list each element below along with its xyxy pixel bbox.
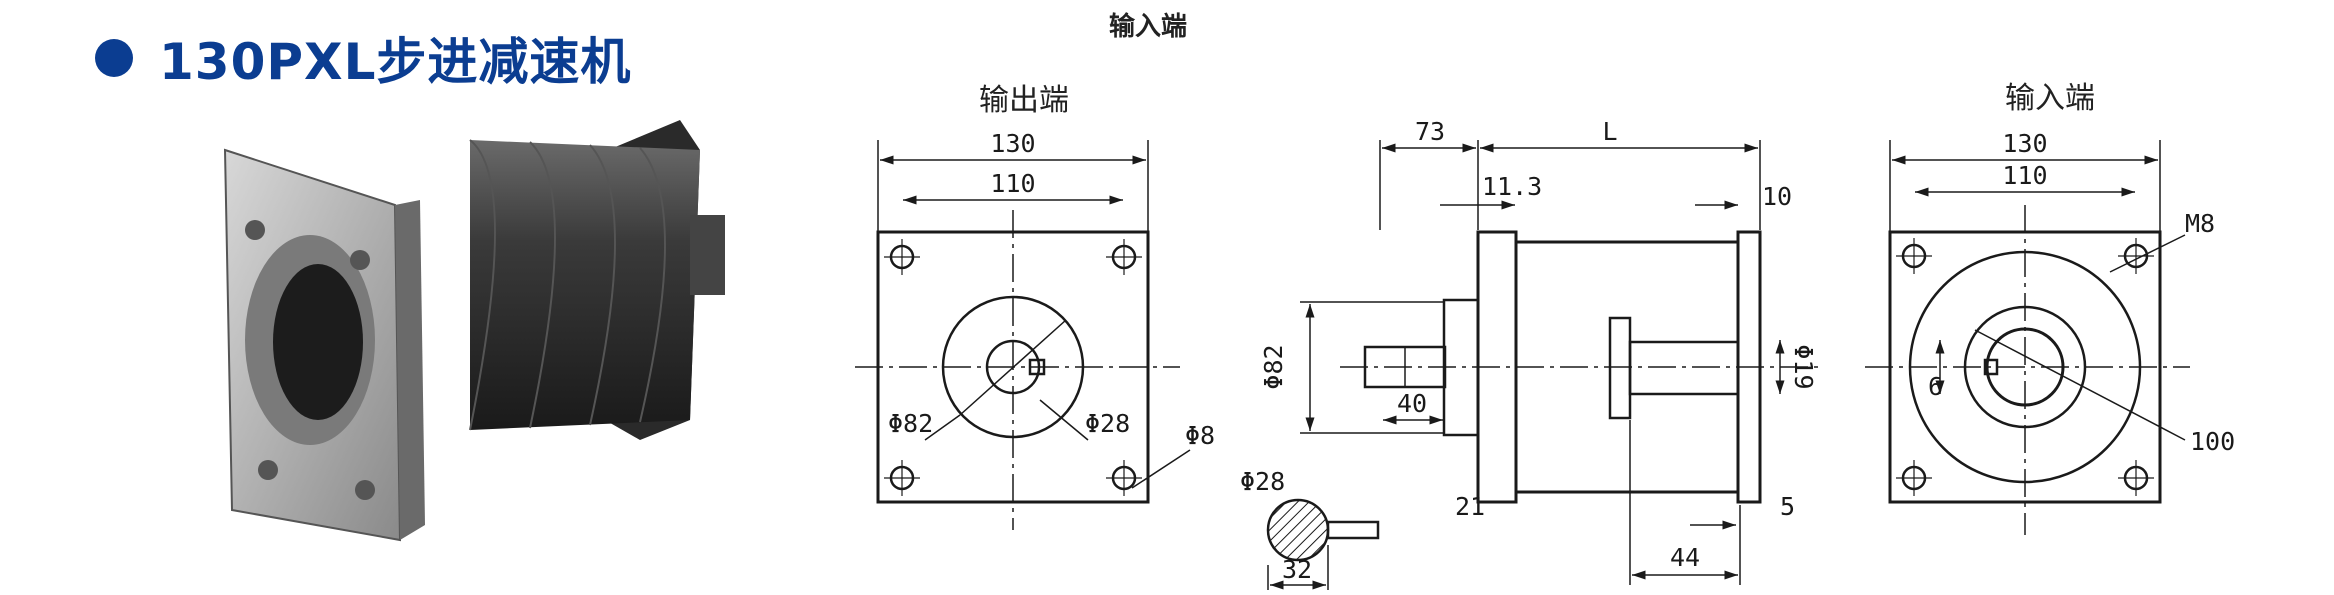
gearbox-photo xyxy=(223,120,725,542)
rear-view-heading: 输入端 xyxy=(2005,81,2095,116)
front-dia-hole: Φ8 xyxy=(1185,421,1215,450)
side-dia-input: Φ19 xyxy=(1789,344,1818,389)
section-dim: 32 xyxy=(1282,555,1312,584)
title-row: 130PXL步进减速机 xyxy=(95,28,631,91)
side-view: 73 L 11.3 10 Φ82 40 21 5 44 Φ19 xyxy=(1259,117,1820,585)
front-view-heading: 输出端 xyxy=(979,83,1069,118)
side-dim-shaft-len: 73 xyxy=(1415,117,1445,146)
side-dia-pilot: Φ82 xyxy=(1259,344,1288,389)
front-view: 输出端 130 110 Φ82 Φ28 Φ8 xyxy=(855,83,1215,530)
front-dim-outer: 130 xyxy=(990,129,1035,158)
side-dim-end: 10 xyxy=(1762,182,1792,211)
side-dim-body: L xyxy=(1602,117,1617,146)
front-dim-hole: 110 xyxy=(990,169,1035,198)
side-dim-21: 21 xyxy=(1455,492,1485,521)
front-dia-pilot: Φ82 xyxy=(888,409,933,438)
rear-outer-circle xyxy=(1908,250,2142,484)
rear-thread: M8 xyxy=(2185,209,2215,238)
rear-dim-6: 6 xyxy=(1928,372,1943,401)
front-dia-shaft: Φ28 xyxy=(1085,409,1130,438)
side-dim-flange: 11.3 xyxy=(1482,172,1542,201)
front-pilot-circle xyxy=(941,295,1085,439)
rear-view: 输入端 130 110 M8 6 100 xyxy=(1865,81,2235,535)
front-shaft-circle xyxy=(985,339,1041,395)
top-input-label: 输入端 xyxy=(1109,11,1187,42)
side-dim-5: 5 xyxy=(1780,492,1795,521)
shaft-section: Φ28 32 xyxy=(1240,467,1380,590)
rear-dim-100: 100 xyxy=(2190,427,2235,456)
page-title: 130PXL步进减速机 xyxy=(159,33,632,91)
section-dia: Φ28 xyxy=(1240,467,1285,496)
rear-dim-hole: 110 xyxy=(2002,161,2047,190)
side-dim-44: 44 xyxy=(1670,543,1700,572)
side-dim-key: 40 xyxy=(1397,389,1427,418)
rear-dim-outer: 130 xyxy=(2002,129,2047,158)
bullet-icon xyxy=(95,39,133,77)
